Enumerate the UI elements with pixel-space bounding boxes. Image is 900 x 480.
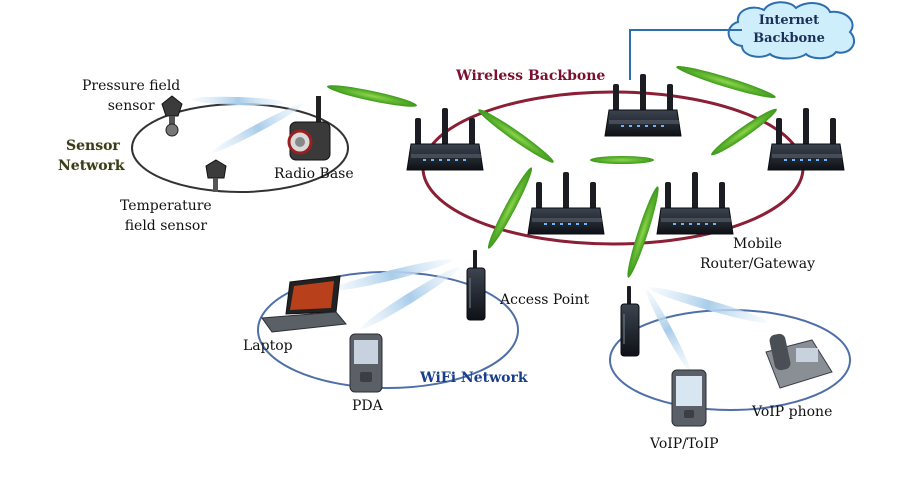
pressure-sensor-label: Pressure field sensor xyxy=(82,76,180,116)
pressure-sensor-line2: sensor xyxy=(107,98,155,114)
laptop-label: Laptop xyxy=(243,338,293,354)
temperature-sensor-line1: Temperature xyxy=(120,198,212,214)
access-point-device xyxy=(466,249,486,321)
radio-base-device xyxy=(287,96,331,161)
pda-label: PDA xyxy=(352,398,383,414)
sensor-network-label: Sensor Network xyxy=(58,136,125,176)
voip-phone-device xyxy=(765,333,833,389)
router-bottom-left xyxy=(527,171,605,235)
internet-cloud xyxy=(727,1,855,60)
wifi-network-label: WiFi Network xyxy=(420,370,528,386)
green-wireless-links xyxy=(326,66,777,278)
radio-base-label: Radio Base xyxy=(274,166,354,182)
internet-backbone-line1: Internet xyxy=(758,13,820,28)
internet-backbone-line2: Backbone xyxy=(753,31,825,46)
temperature-sensor-device xyxy=(205,159,227,192)
internet-backbone-label: Internet Backbone xyxy=(752,12,826,48)
pressure-sensor-device xyxy=(161,95,183,137)
mobile-router-line1: Mobile xyxy=(733,236,782,252)
laptop-device xyxy=(261,275,347,333)
temperature-sensor-line2: field sensor xyxy=(124,218,208,234)
mobile-router-label: Mobile Router/Gateway xyxy=(700,234,815,274)
router-right xyxy=(767,107,845,171)
router-top xyxy=(604,73,682,137)
router-bottom-right xyxy=(656,171,734,235)
internet-link-wire xyxy=(629,29,742,80)
sensor-network-line2: Network xyxy=(58,158,125,174)
pressure-sensor-line1: Pressure field xyxy=(82,78,181,94)
voip-phone-label: VoIP phone xyxy=(752,404,833,420)
pda-device xyxy=(349,333,383,393)
mobile-router-line2: Router/Gateway xyxy=(700,256,815,272)
voip-toip-device xyxy=(671,369,707,427)
blue-wireless-links xyxy=(192,96,768,371)
temperature-sensor-label: Temperature field sensor xyxy=(120,196,212,236)
mobile-router-device xyxy=(620,285,640,357)
wireless-backbone-label: Wireless Backbone xyxy=(456,68,606,84)
voip-toip-label: VoIP/ToIP xyxy=(650,436,719,452)
access-point-label: Access Point xyxy=(500,292,590,308)
sensor-network-line1: Sensor xyxy=(66,138,120,154)
